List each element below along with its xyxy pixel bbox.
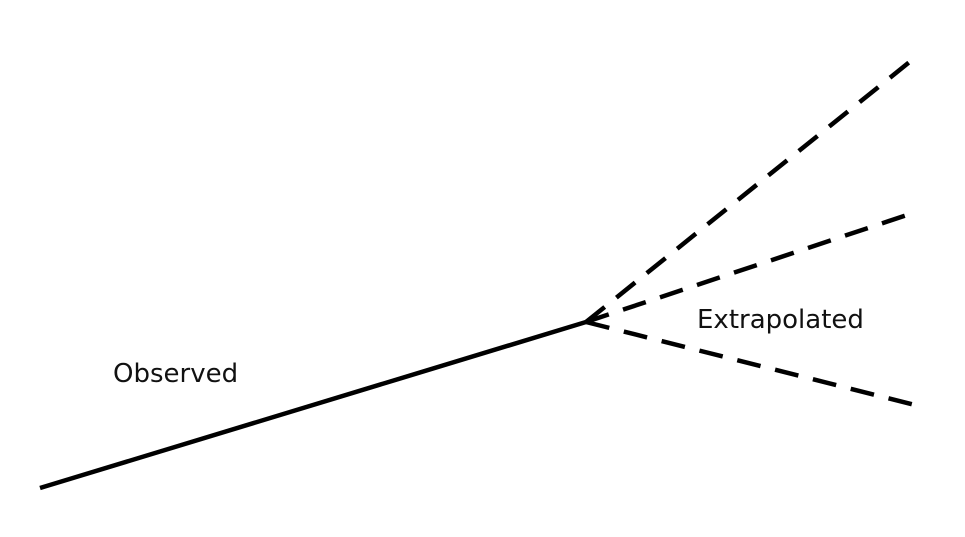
- extrapolated-label: Extrapolated: [697, 305, 864, 335]
- observed-label: Observed: [113, 359, 239, 389]
- observed-line: [39, 319, 587, 491]
- extrapolated-lower-line: [585, 319, 916, 408]
- extrapolated-middle-line: [585, 211, 911, 325]
- extrapolated-upper-line: [584, 58, 914, 324]
